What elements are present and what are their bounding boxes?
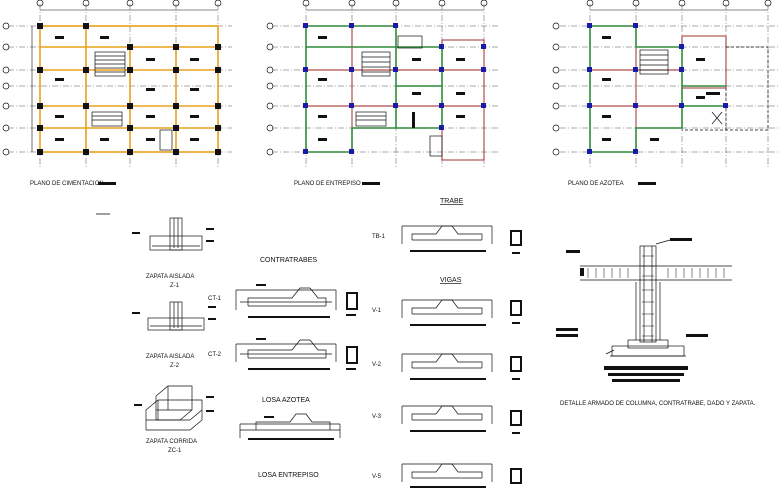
losa-entrepiso-title: LOSA ENTREPISO — [258, 472, 319, 479]
vigas-section: VIGAS V-1 V-2 — [372, 277, 522, 488]
v2-code: V-2 — [372, 362, 382, 368]
contratrabes-section: CONTRATRABES CT-1 CT-2 — [208, 257, 358, 370]
ct1-detail: CT-1 — [208, 284, 358, 318]
plan-azotea: PLANO DE AZOTEA — [552, 0, 778, 187]
ct2-detail: CT-2 — [208, 338, 358, 370]
v2-detail: V-2 — [372, 353, 522, 380]
plan-cimentacion: PLANO DE CIMENTACION — [2, 0, 232, 187]
tb1-code: TB-1 — [372, 234, 386, 240]
ct2-code: CT-2 — [208, 352, 222, 358]
footing-z2-code: Z-2 — [170, 363, 180, 369]
ct1-code: CT-1 — [208, 296, 222, 302]
v3-detail: V-3 — [372, 405, 522, 434]
scale-bar — [362, 182, 380, 185]
losa-azotea-title: LOSA AZOTEA — [262, 397, 310, 404]
v5-code: V-5 — [372, 474, 382, 480]
v5-detail: V-5 — [372, 463, 522, 488]
losas-section: LOSA AZOTEA LOSA ENTREPISO — [239, 397, 341, 479]
scale-bar — [638, 182, 656, 185]
plan-label-entrepiso: PLANO DE ENTREPISO — [294, 181, 361, 187]
footing-z2-title: ZAPATA AISLADA — [146, 354, 194, 360]
trabe-section: TRABE TB-1 — [372, 198, 522, 254]
footing-z1-code: Z-1 — [170, 283, 180, 289]
trabe-title: TRABE — [440, 198, 464, 205]
detail-caption: DETALLE ARMADO DE COLUMNA, CONTRATRABE, … — [560, 401, 756, 407]
contratrabes-title: CONTRATRABES — [260, 257, 317, 264]
footing-z1: ZAPATA AISLADA Z-1 — [132, 217, 214, 289]
footing-z1-title: ZAPATA AISLADA — [146, 274, 194, 280]
v1-detail: V-1 — [372, 299, 522, 326]
footing-zc1: ZAPATA CORRIDA ZC-1 — [134, 385, 214, 454]
footing-zc1-code: ZC-1 — [168, 448, 182, 454]
column-detail: DETALLE ARMADO DE COLUMNA, CONTRATRABE, … — [556, 238, 756, 407]
plan-entrepiso: PLANO DE ENTREPISO — [266, 0, 500, 187]
v1-code: V-1 — [372, 308, 382, 314]
scale-bar — [98, 182, 116, 185]
footing-z2: ZAPATA AISLADA Z-2 — [132, 301, 216, 369]
plan-label-azotea: PLANO DE AZOTEA — [568, 181, 624, 187]
vigas-title: VIGAS — [440, 277, 462, 284]
v3-code: V-3 — [372, 414, 382, 420]
footing-zc1-title: ZAPATA CORRIDA — [146, 439, 197, 445]
plan-label-cimentacion: PLANO DE CIMENTACION — [30, 181, 104, 187]
